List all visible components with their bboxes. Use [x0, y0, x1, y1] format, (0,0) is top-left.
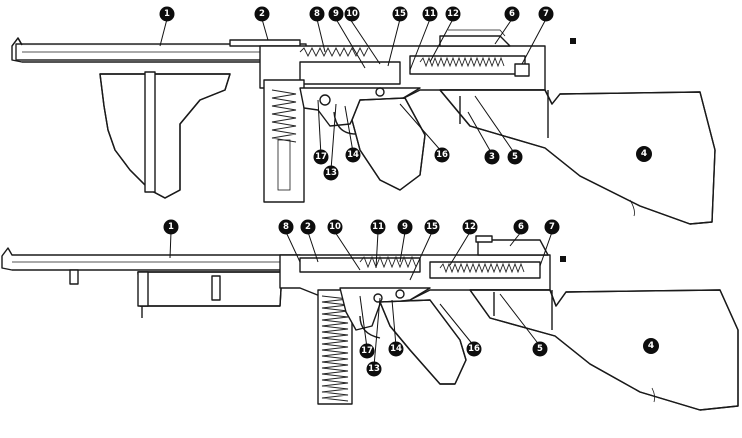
top-marker-square: [570, 38, 576, 44]
svg-text:12: 12: [447, 9, 459, 19]
callout-bottom-2: 2: [300, 219, 316, 235]
top-leader-lines: [159, 18, 547, 171]
bottom-marker-square: [560, 256, 566, 262]
svg-text:17: 17: [315, 152, 327, 162]
svg-text:10: 10: [346, 9, 358, 19]
callout-bottom-13: 13: [366, 361, 382, 377]
svg-text:13: 13: [325, 168, 337, 178]
callout-top-3: 3: [484, 149, 500, 165]
svg-text:14: 14: [347, 150, 359, 160]
svg-text:14: 14: [390, 344, 402, 354]
callout-bottom-15: 15: [424, 219, 440, 235]
svg-text:5: 5: [537, 344, 543, 354]
svg-text:6: 6: [518, 222, 524, 232]
callout-top-4: 4: [636, 146, 652, 162]
callout-top-11: 11: [422, 6, 438, 22]
svg-text:16: 16: [468, 344, 480, 354]
bottom-gun-drawing: [1, 235, 739, 411]
svg-text:10: 10: [329, 222, 341, 232]
svg-text:1: 1: [168, 222, 174, 232]
callout-top-16: 16: [434, 147, 450, 163]
callout-top-10: 10: [344, 6, 360, 22]
svg-text:2: 2: [305, 222, 311, 232]
svg-text:17: 17: [361, 346, 373, 356]
callout-bottom-5: 5: [532, 341, 548, 357]
callout-top-12: 12: [445, 6, 461, 22]
svg-text:15: 15: [394, 9, 406, 19]
svg-text:15: 15: [426, 222, 438, 232]
svg-text:11: 11: [372, 222, 384, 232]
callout-top-1: 1: [159, 6, 175, 22]
callout-bottom-11: 11: [370, 219, 386, 235]
callout-top-13: 13: [323, 165, 339, 181]
svg-text:7: 7: [549, 222, 555, 232]
svg-text:4: 4: [641, 149, 647, 159]
svg-text:8: 8: [314, 9, 320, 19]
callout-bottom-17: 17: [359, 343, 375, 359]
callout-bottom-16: 16: [466, 341, 482, 357]
callout-bottom-12: 12: [462, 219, 478, 235]
svg-text:5: 5: [512, 152, 518, 162]
svg-text:9: 9: [333, 9, 339, 19]
callout-top-14: 14: [345, 147, 361, 163]
callout-bottom-10: 10: [327, 219, 343, 235]
callout-top-7: 7: [538, 6, 554, 22]
callout-top-6: 6: [504, 6, 520, 22]
callout-top-5: 5: [507, 149, 523, 165]
svg-text:3: 3: [489, 152, 495, 162]
callout-bottom-6: 6: [513, 219, 529, 235]
svg-text:13: 13: [368, 364, 380, 374]
svg-text:12: 12: [464, 222, 476, 232]
svg-text:11: 11: [424, 9, 436, 19]
svg-text:4: 4: [648, 341, 654, 351]
callout-top-9: 9: [328, 6, 344, 22]
callout-bottom-9: 9: [397, 219, 413, 235]
callout-top-8: 8: [309, 6, 325, 22]
svg-text:9: 9: [402, 222, 408, 232]
top-gun-drawing: [11, 29, 716, 225]
top-callouts: 1 2 8 9 10 15 11 12 6 7 4 3 5 16 14 13 1…: [159, 6, 652, 181]
svg-text:2: 2: [259, 9, 265, 19]
bottom-leader-lines: [169, 231, 553, 367]
callout-bottom-14: 14: [388, 341, 404, 357]
callout-bottom-8: 8: [278, 219, 294, 235]
callout-top-17: 17: [313, 149, 329, 165]
callout-top-2: 2: [254, 6, 270, 22]
bottom-callouts: 1 8 2 10 11 9 15 12 6 7 4 5 16 14 13 17: [163, 219, 659, 377]
callout-bottom-1: 1: [163, 219, 179, 235]
svg-text:6: 6: [509, 9, 515, 19]
callout-bottom-7: 7: [544, 219, 560, 235]
svg-text:8: 8: [283, 222, 289, 232]
callout-bottom-4: 4: [643, 338, 659, 354]
svg-text:16: 16: [436, 150, 448, 160]
svg-text:1: 1: [164, 9, 170, 19]
svg-text:7: 7: [543, 9, 549, 19]
callout-top-15: 15: [392, 6, 408, 22]
